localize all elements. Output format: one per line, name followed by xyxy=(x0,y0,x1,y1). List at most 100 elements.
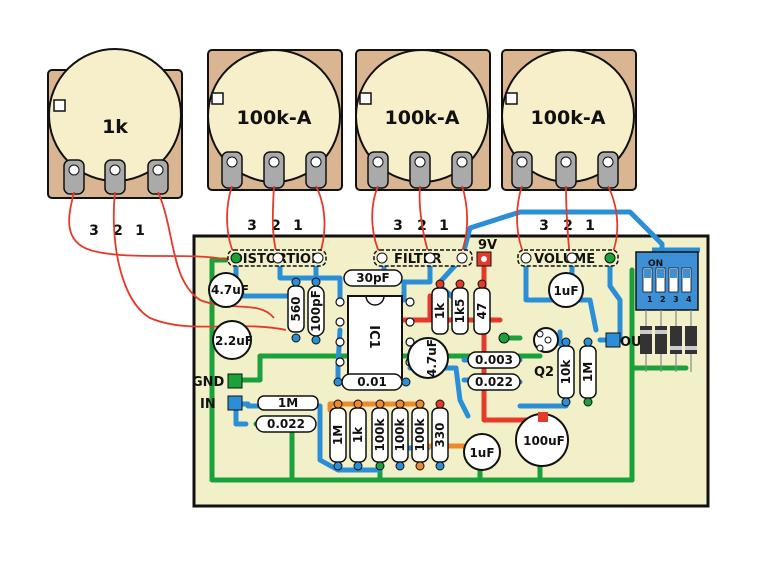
cap-2u2: 2.2uF xyxy=(212,320,253,360)
res-1m-right: 1M xyxy=(579,345,597,399)
svg-text:1k5: 1k5 xyxy=(453,299,467,324)
pot-value-label: 100k-A xyxy=(385,107,460,129)
pot-pin-3: 3 xyxy=(89,223,99,239)
svg-text:1M: 1M xyxy=(581,362,595,382)
pot-pin-3: 3 xyxy=(247,218,257,234)
res-1k-bottom: 1k xyxy=(349,407,367,463)
svg-text:3: 3 xyxy=(673,295,679,304)
svg-text:ON: ON xyxy=(648,259,663,269)
header-distortion: DISTORTION xyxy=(227,249,327,267)
res-1k5: 1k5 xyxy=(451,287,469,335)
svg-text:IC1: IC1 xyxy=(366,325,381,348)
svg-text:0.01: 0.01 xyxy=(357,375,387,389)
cap-0003: 0.003 xyxy=(467,351,521,369)
svg-text:1: 1 xyxy=(647,295,653,304)
cap-4u7-left: 4.7uF xyxy=(208,272,249,308)
header-filter: FILTER xyxy=(373,249,473,267)
svg-text:1k: 1k xyxy=(351,426,365,443)
res-1k-top: 1k xyxy=(431,287,449,335)
cap-30pf: 30pF xyxy=(343,269,403,287)
svg-text:0.022: 0.022 xyxy=(475,375,513,389)
svg-text:330: 330 xyxy=(433,422,447,447)
svg-text:1uF: 1uF xyxy=(469,446,494,460)
pot-pin-1: 1 xyxy=(135,223,145,239)
res-100k-c: 100k xyxy=(411,407,429,463)
pot-1k: 1k 3 2 1 xyxy=(47,48,183,239)
svg-text:1M: 1M xyxy=(331,425,345,445)
circuit-board xyxy=(192,234,710,508)
res-100k-b: 100k xyxy=(391,407,409,463)
svg-text:VOLUME: VOLUME xyxy=(534,252,595,267)
pot-lugs xyxy=(367,151,473,189)
svg-text:30pF: 30pF xyxy=(356,271,390,285)
pot-pin-2: 2 xyxy=(271,218,281,234)
header-volume: VOLUME xyxy=(517,249,619,267)
cap-0022-left: 0.022 xyxy=(255,415,317,433)
svg-text:4: 4 xyxy=(686,295,692,304)
cap-0022-right: 0.022 xyxy=(467,373,521,391)
pot-filter: 100k-A 3 2 1 xyxy=(355,49,491,234)
power-9v-pad: 9V xyxy=(476,238,497,267)
res-47: 47 xyxy=(473,287,491,335)
diodes xyxy=(640,310,697,372)
out-pad xyxy=(605,332,621,348)
pot-pin-1: 1 xyxy=(439,218,449,234)
pot-lugs xyxy=(63,159,169,195)
pot-pin-2: 2 xyxy=(113,223,123,239)
svg-text:0.003: 0.003 xyxy=(475,353,513,367)
svg-text:10k: 10k xyxy=(559,359,573,385)
svg-text:100uF: 100uF xyxy=(523,434,565,448)
svg-text:2: 2 xyxy=(660,295,666,304)
pot-value-label: 1k xyxy=(102,116,128,138)
res-560: 560 xyxy=(287,285,305,333)
svg-text:100k: 100k xyxy=(393,417,407,451)
cap-1uf-bottom: 1uF xyxy=(463,433,501,471)
svg-text:1M: 1M xyxy=(278,396,298,410)
svg-text:100pF: 100pF xyxy=(309,290,323,332)
solder-pads xyxy=(291,277,593,471)
pot-pin-3: 3 xyxy=(539,218,549,234)
gnd-pad xyxy=(227,373,243,389)
svg-text:4.7uF: 4.7uF xyxy=(211,283,249,297)
transistor-q2: Q2 xyxy=(533,327,559,380)
cap-100pf: 100pF xyxy=(307,285,325,337)
pot-value-label: 100k-A xyxy=(531,107,606,129)
svg-text:9V: 9V xyxy=(478,238,497,253)
gnd-label: GND xyxy=(192,375,225,390)
cap-001: 0.01 xyxy=(341,373,403,391)
in-pad xyxy=(227,395,243,411)
svg-text:Q2: Q2 xyxy=(534,365,554,380)
svg-text:560: 560 xyxy=(289,296,303,321)
svg-text:47: 47 xyxy=(475,303,489,320)
svg-text:0.022: 0.022 xyxy=(267,417,305,431)
pot-distortion: 100k-A 3 2 1 xyxy=(207,49,343,234)
svg-text:2.2uF: 2.2uF xyxy=(215,334,253,348)
pot-pin-1: 1 xyxy=(293,218,303,234)
res-330: 330 xyxy=(431,407,449,463)
svg-text:4.7uF: 4.7uF xyxy=(425,339,439,377)
pot-pin-3: 3 xyxy=(393,218,403,234)
in-label: IN xyxy=(200,397,216,412)
pot-pin-1: 1 xyxy=(585,218,595,234)
pot-flat-marker xyxy=(505,92,518,105)
svg-text:100k: 100k xyxy=(413,417,427,451)
svg-text:100k: 100k xyxy=(373,417,387,451)
pot-flat-marker xyxy=(211,92,224,105)
res-1m-bottom: 1M xyxy=(329,407,347,463)
pot-volume: 100k-A 3 2 1 xyxy=(501,49,637,234)
pot-value-label: 100k-A xyxy=(237,107,312,129)
svg-text:1uF: 1uF xyxy=(553,284,578,298)
res-100k-a: 100k xyxy=(371,407,389,463)
ic1: IC1 xyxy=(335,295,415,379)
cap-100uf: 100uF xyxy=(515,412,569,467)
pot-lugs xyxy=(221,151,327,189)
pot-flat-marker xyxy=(359,92,372,105)
cap-4u7-mid: 4.7uF xyxy=(407,337,449,379)
res-10k: 10k xyxy=(557,345,575,399)
dip-switch: ON 1 2 3 4 xyxy=(635,247,700,311)
res-1m-left: 1M xyxy=(257,395,319,411)
pot-flat-marker xyxy=(53,99,66,112)
pot-lugs xyxy=(511,151,619,189)
cap-1uf-top: 1uF xyxy=(548,272,584,308)
